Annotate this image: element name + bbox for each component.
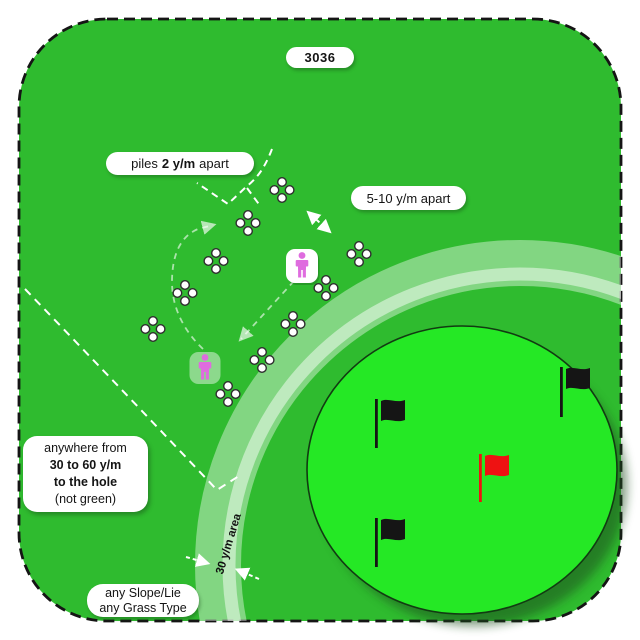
- ball-pile-icon: [215, 380, 241, 408]
- player-2: [189, 352, 221, 384]
- black-flag-icon: [375, 518, 405, 567]
- black-flag-icon: [560, 367, 590, 417]
- player-to-player-arrow: [238, 280, 295, 342]
- ball-piles: [140, 176, 372, 408]
- band-width-arrow-left: [185, 553, 211, 567]
- ball-pile-icon: [203, 247, 229, 275]
- player-route-arrow: [171, 220, 217, 350]
- pile-grid-squiggle-branch: [246, 187, 262, 208]
- ball-pile-icon: [140, 315, 166, 343]
- band-30ym: [195, 240, 621, 621]
- ball-pile-icon: [313, 274, 339, 302]
- player-1: [286, 249, 320, 285]
- pile-spacing-arrow: [306, 210, 332, 234]
- player-icon: [295, 252, 309, 278]
- practice-zone-outline: [24, 288, 243, 492]
- band-width-arrow-right: [234, 567, 260, 581]
- player-icon: [198, 354, 212, 380]
- ball-pile-icon: [235, 209, 261, 237]
- putting-green-oval: [306, 325, 618, 615]
- ball-pile-icon: [280, 310, 306, 338]
- ball-pile-icon: [172, 279, 198, 307]
- band-30ym-stripe: [222, 267, 621, 621]
- ball-pile-icon: [269, 176, 295, 204]
- red-flag-icon: [479, 454, 509, 502]
- ball-pile-icon: [346, 240, 372, 268]
- ball-pile-icon: [249, 346, 275, 374]
- black-flag-icon: [375, 399, 405, 448]
